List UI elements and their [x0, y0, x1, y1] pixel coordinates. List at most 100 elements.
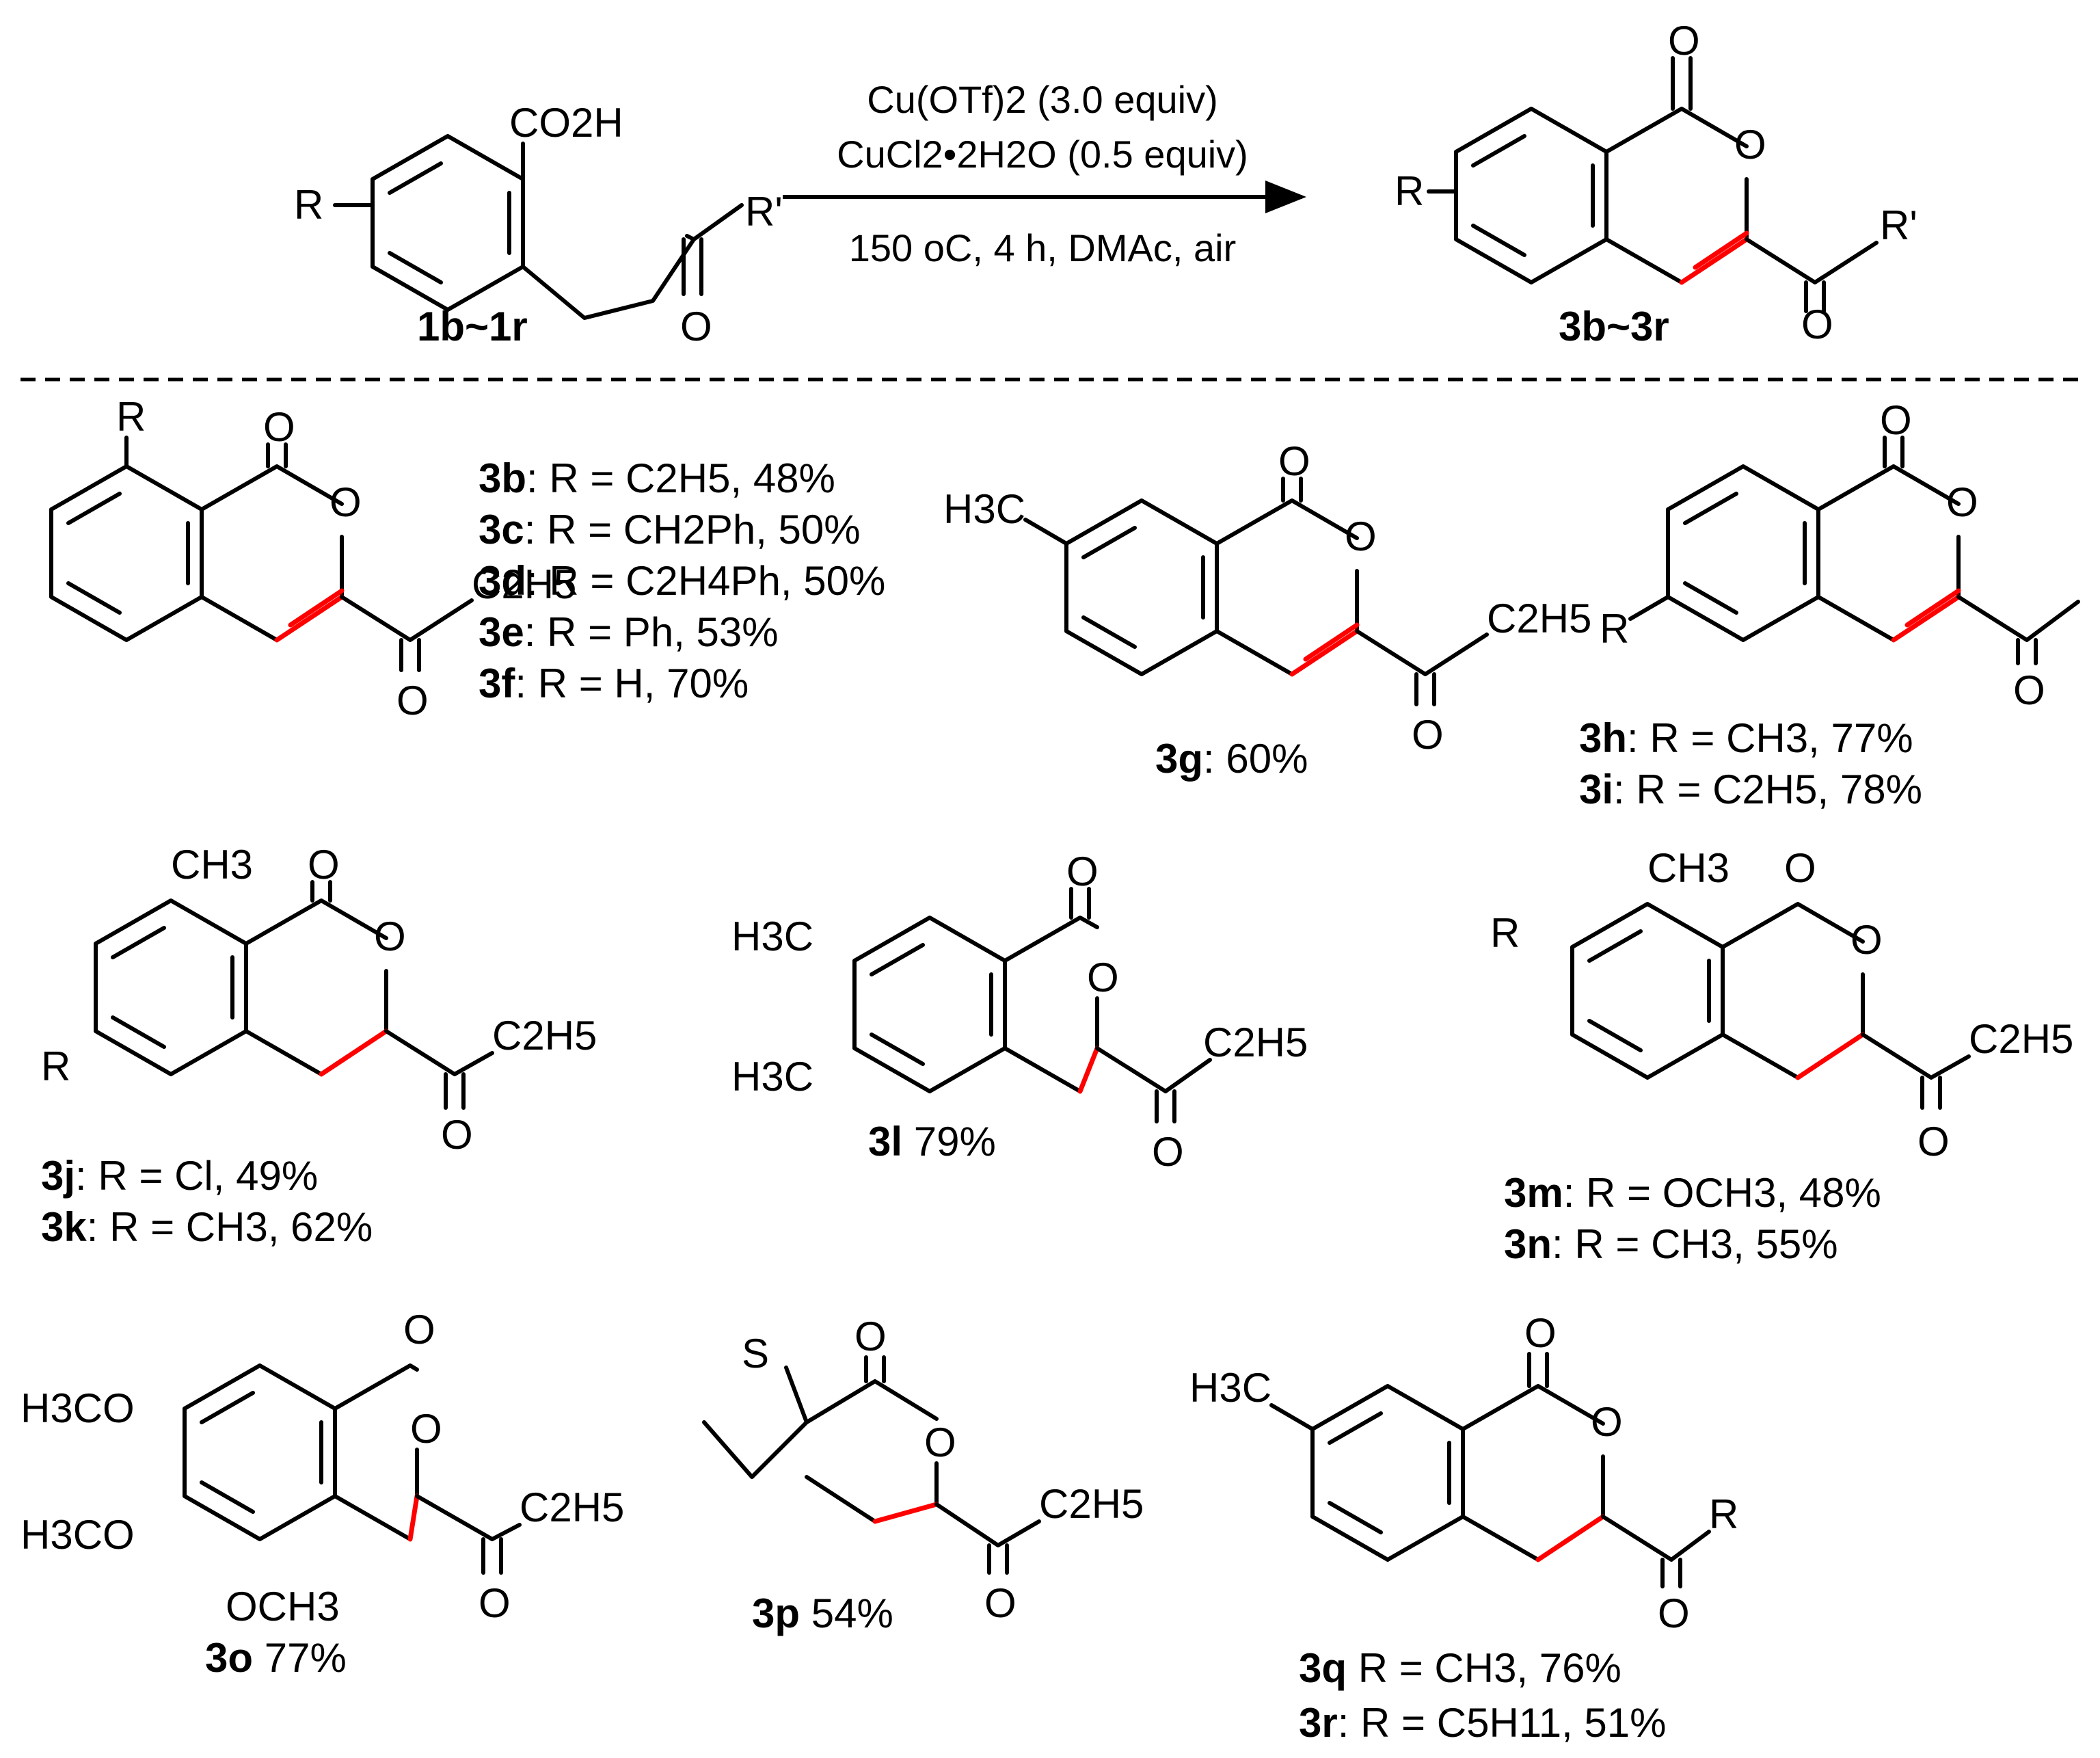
compound-id: 3m	[1504, 1170, 1563, 1216]
ketone-o-atom: O	[479, 1580, 511, 1626]
o-atom: O	[854, 1314, 887, 1359]
product-carbonyl-o: O	[1668, 18, 1700, 64]
compound-id: 3c	[479, 507, 524, 552]
product-ketone-o: O	[1801, 302, 1833, 347]
product-rprime-label: R'	[1880, 202, 1917, 248]
ring-o-atom: O	[410, 1406, 442, 1452]
compound-label-3i: 3i: R = C2H5, 78%	[1579, 767, 1922, 812]
ketone-o-atom: O	[1917, 1119, 1950, 1164]
compound-yield: : R = Ph, 53%	[524, 609, 779, 655]
methyl-group: CH3	[1647, 845, 1729, 891]
methoxy-group-2: H3CO	[21, 1512, 135, 1558]
r-atom: R	[1490, 910, 1520, 956]
ketone-o-atom: O	[984, 1580, 1017, 1626]
compound-yield: 54%	[800, 1590, 893, 1636]
compound-id: 3r	[1299, 1700, 1338, 1746]
compound-yield: : R = Cl, 49%	[75, 1153, 318, 1199]
compound-yield: : R = CH3, 55%	[1552, 1221, 1838, 1267]
ethyl-group: C2H5	[1487, 596, 1591, 641]
compound-label-3h: 3h: R = CH3, 77%	[1579, 715, 1913, 761]
compound-id: 3k	[41, 1204, 87, 1250]
ethyl-group: C2H5	[1039, 1481, 1144, 1527]
ring-o-atom: O	[329, 479, 362, 525]
r-atom: R	[41, 1043, 70, 1089]
compound-id: 3b	[479, 455, 526, 501]
substrate-co2h-label: CO2H	[509, 100, 623, 146]
compound-id: 3e	[479, 609, 524, 655]
compound-yield: : R = C2H5, 78%	[1613, 767, 1922, 812]
substrate-structure: R CO2H R' O	[294, 100, 783, 349]
o-atom: O	[403, 1307, 435, 1353]
isocoumarin-3j-3k: O O O CH3 R C2H5	[41, 842, 597, 1158]
ring-o-atom: O	[1345, 514, 1377, 559]
compound-label-3d: 3d: R = C2H4Ph, 50%	[479, 558, 885, 604]
compound-label-3k: 3k: R = CH3, 62%	[41, 1204, 373, 1250]
ketone-o-atom: O	[2013, 667, 2045, 713]
product-r-label: R	[1395, 168, 1424, 214]
compound-yield: : R = H, 70%	[515, 661, 749, 706]
conditions-line-1: Cu(OTf)2 (3.0 equiv)	[867, 78, 1218, 121]
isocoumarin-3h-3i: O O O R	[1600, 397, 2080, 713]
substrate-rprime-label: R'	[745, 189, 783, 235]
isocoumarin-3g: O O O H3C C2H5	[943, 438, 1591, 758]
isocoumarin-3b-3f: O O O R C2H5	[49, 394, 576, 723]
methoxy-group-3: OCH3	[226, 1584, 340, 1629]
r-atom: R	[1600, 606, 1629, 652]
compound-label-3b: 3b: R = C2H5, 48%	[479, 455, 835, 501]
ethyl-group: C2H5	[1969, 1016, 2073, 1062]
compound-label-3n: 3n: R = CH3, 55%	[1504, 1221, 1838, 1267]
conditions-line-2: CuCl2•2H2O (0.5 equiv)	[837, 133, 1248, 176]
ring-o-atom: O	[1946, 479, 1978, 525]
compound-yield: : R = CH3, 62%	[87, 1204, 373, 1250]
ketone-o-atom: O	[1658, 1590, 1690, 1636]
ring-o-atom: O	[1850, 917, 1883, 963]
thienopyranone-3p: S O O O C2H5	[702, 1314, 1144, 1626]
compound-yield: 79%	[902, 1119, 996, 1164]
compound-id: 3i	[1579, 767, 1613, 812]
compound-label-3m: 3m: R = OCH3, 48%	[1504, 1170, 1881, 1216]
compound-labels: 3b: R = C2H5, 48%3c: R = CH2Ph, 50%3d: R…	[41, 455, 1922, 1746]
ketone-o-atom: O	[441, 1112, 473, 1158]
r-atom: R	[116, 394, 146, 440]
compound-label-3e: 3e: R = Ph, 53%	[479, 609, 779, 655]
ketone-o-atom: O	[396, 678, 429, 723]
compound-label-3p: 3p 54%	[752, 1590, 893, 1636]
ring-o-atom: O	[374, 914, 406, 959]
methyl-group: CH3	[171, 842, 253, 888]
compound-yield: : R = C2H5, 48%	[526, 455, 835, 501]
compound-yield: : R = OCH3, 48%	[1563, 1170, 1881, 1216]
methyl-group-upper: H3C	[731, 914, 813, 959]
ring-o-atom: O	[924, 1420, 956, 1465]
ketone-o-atom: O	[1412, 712, 1444, 758]
compound-id: 3o	[205, 1635, 253, 1681]
compound-yield: : R = C5H11, 51%	[1338, 1700, 1667, 1746]
sulfur-atom: S	[742, 1331, 769, 1376]
ring-o-atom: O	[1087, 955, 1119, 1000]
isocoumarin-3m-3n: O O O CH3 R C2H5	[1490, 845, 2073, 1164]
compound-id: 3f	[479, 661, 515, 706]
substrate-r-label: R	[294, 182, 323, 228]
compound-label-3o: 3o 77%	[205, 1635, 347, 1681]
o-atom: O	[1784, 845, 1816, 891]
compound-id: 3n	[1504, 1221, 1552, 1267]
compound-yield: : R = CH2Ph, 50%	[524, 507, 861, 552]
r-atom: R	[1709, 1491, 1738, 1537]
compound-label-3c: 3c: R = CH2Ph, 50%	[479, 507, 861, 552]
isocoumarin-3o: O O O H3CO H3CO OCH3 C2H5	[21, 1307, 624, 1629]
o-atom: O	[308, 842, 340, 888]
isocoumarin-3q-3r: O O O H3C R	[1189, 1310, 1738, 1636]
conditions-line-3: 150 oC, 4 h, DMAc, air	[849, 226, 1236, 269]
compound-label-3q: 3q R = CH3, 76%	[1299, 1645, 1621, 1691]
methyl-group-lower: H3C	[731, 1054, 813, 1100]
ketone-o-atom: O	[1152, 1129, 1184, 1175]
compound-id: 3j	[41, 1153, 75, 1199]
product-structure: O O R R' O	[1395, 18, 1917, 347]
o-atom: O	[263, 404, 295, 450]
methyl-group: H3C	[943, 486, 1025, 532]
isocoumarin-3l: O O O H3C H3C C2H5	[731, 849, 1308, 1175]
compound-yield: R = CH3, 76%	[1347, 1645, 1621, 1691]
compound-label-3r: 3r: R = C5H11, 51%	[1299, 1700, 1667, 1746]
compound-id: 3l	[868, 1119, 902, 1164]
ethyl-group: C2H5	[492, 1013, 597, 1058]
